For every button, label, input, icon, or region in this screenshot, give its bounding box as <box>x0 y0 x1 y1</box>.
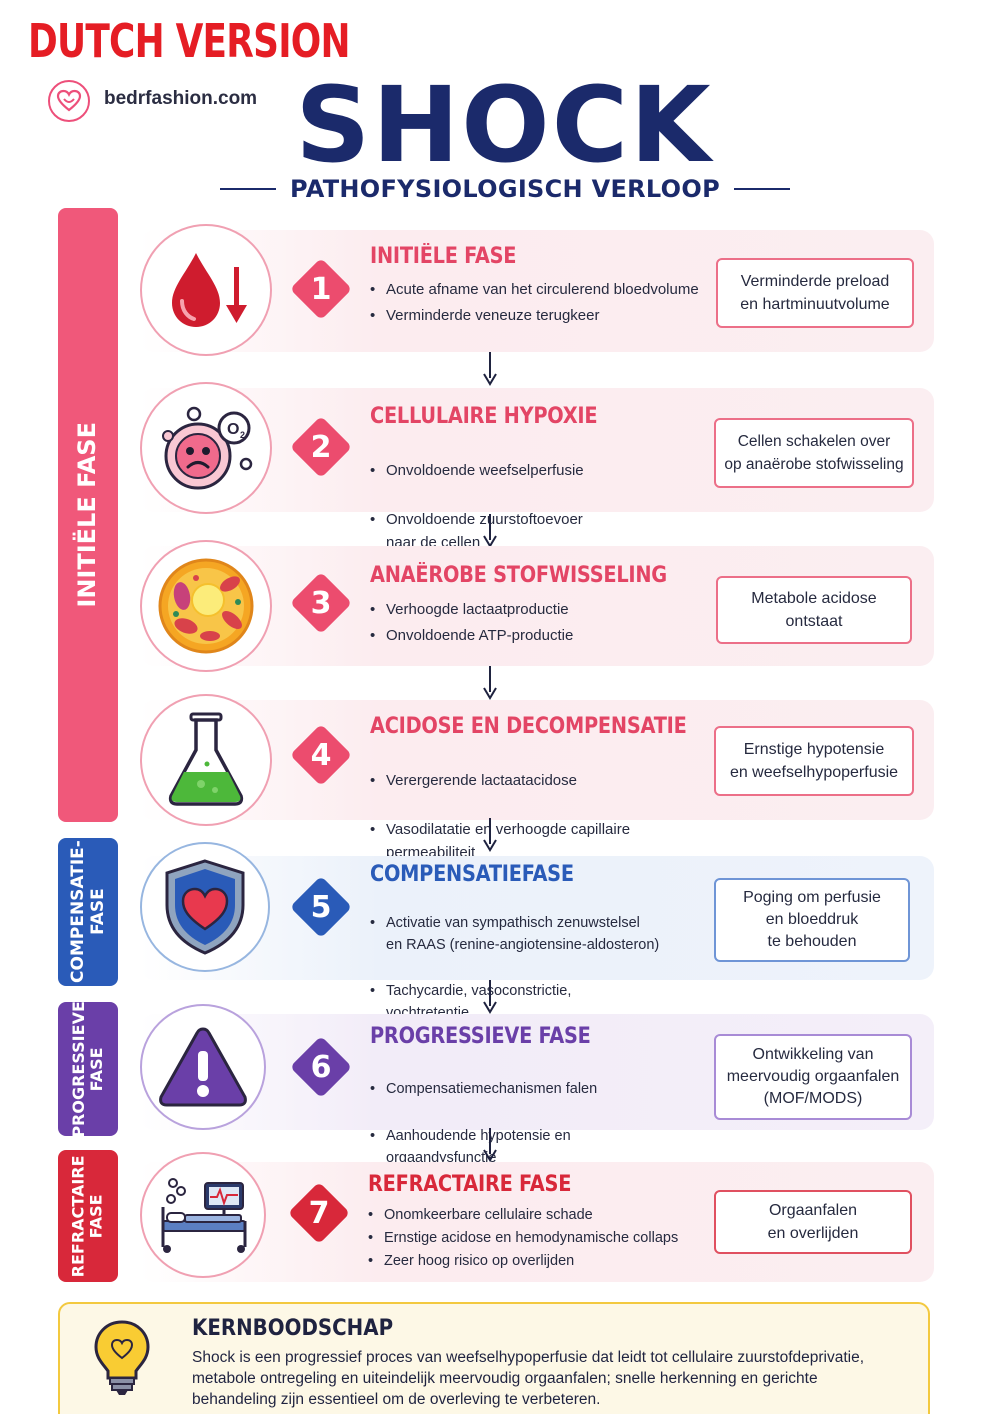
phase-bullets-5: Activatie van sympathisch zenuwstelsel e… <box>370 890 659 1046</box>
flow-arrow-1 <box>483 352 497 386</box>
phase-icon-circle-2: O 2 <box>140 382 272 514</box>
flow-arrow-4 <box>483 818 497 852</box>
key-message-box <box>58 1302 930 1414</box>
blood-drop-down-icon <box>172 253 247 327</box>
phase-number-badge-3: 3 <box>289 571 353 635</box>
phase-bullets-2: Onvoldoende weefselperfusie Onvoldoende … <box>370 436 584 577</box>
phase-result-7: Orgaanfalen en overlijden <box>714 1190 912 1254</box>
svg-text:2: 2 <box>240 430 245 440</box>
phase-number-5: 5 <box>310 889 332 925</box>
phase-icon-circle-1 <box>140 224 272 356</box>
lightbulb-heart-icon <box>92 1318 152 1403</box>
bullet-item: Onvoldoende ATP-productie <box>370 624 573 647</box>
phase-number-badge-4: 4 <box>289 723 353 787</box>
phase-icon-circle-7 <box>140 1152 266 1278</box>
flow-arrow-5 <box>483 980 497 1014</box>
phase-number-4: 4 <box>310 737 332 773</box>
flask-icon <box>168 712 244 806</box>
phase-result-5: Poging om perfusie en bloeddruk te behou… <box>714 878 910 962</box>
phase-bullets-3: Verhoogde lactaatproductie Onvoldoende A… <box>370 598 573 647</box>
phase-icon-circle-3 <box>140 540 272 672</box>
page-title: SHOCK <box>295 64 713 186</box>
subtitle-divider-right <box>733 188 790 190</box>
bullet-item: Compensatiemechanismen falen <box>370 1078 597 1100</box>
bullet-item: Verminderde veneuze terugkeer <box>370 304 699 327</box>
logo-text[interactable]: bedrfashion.com <box>104 88 258 109</box>
page-subtitle: PATHOFYSIOLOGISCH VERLOOP <box>290 175 720 203</box>
warning-triangle-icon <box>159 1027 247 1107</box>
logo-heart-icon <box>48 80 90 122</box>
phase-result-4: Ernstige hypotensie en weefselhypoperfus… <box>714 726 914 796</box>
phase-number-badge-5: 5 <box>289 875 353 939</box>
phase-number-1: 1 <box>310 271 332 307</box>
flow-arrow-3 <box>483 666 497 700</box>
bullet-item: Acute afname van het circulerend bloedvo… <box>370 278 699 301</box>
flow-arrow-6 <box>483 1128 497 1162</box>
phase-title-4: ACIDOSE EN DECOMPENSATIE <box>370 714 687 739</box>
phase-bullets-4: Verergerende lactaatacidose Vasodilatati… <box>370 746 630 887</box>
phase-number-7: 7 <box>308 1195 330 1231</box>
phase-icon-circle-5 <box>140 842 270 972</box>
bullet-item: Vasodilatatie en verhoogde capillaire pe… <box>370 818 630 864</box>
hospital-bed-monitor-icon <box>161 1178 247 1253</box>
side-label-refractory-text: REFRACTAIRE FASE <box>68 1155 107 1277</box>
bullet-item: Onvoldoende weefselperfusie <box>370 459 584 482</box>
flow-arrow-2 <box>483 514 497 548</box>
bullet-item: Onomkeerbare cellulaire schade <box>368 1204 678 1226</box>
shield-heart-icon <box>165 859 245 955</box>
bullet-item: Verergerende lactaatacidose <box>370 769 630 792</box>
phase-icon-circle-6 <box>140 1004 266 1130</box>
phase-title-6: PROGRESSIEVE FASE <box>370 1024 591 1049</box>
sad-cell-oxygen-icon: O 2 <box>162 406 253 490</box>
side-label-refractory: REFRACTAIRE FASE <box>58 1150 118 1282</box>
side-label-progressive-text: PROGRESSIEVE FASE <box>68 1000 106 1138</box>
phase-result-2: Cellen schakelen over op anaërobe stofwi… <box>714 418 914 488</box>
phase-result-1: Verminderde preload en hartminuutvolume <box>716 258 914 328</box>
phase-icon-circle-4 <box>140 694 272 826</box>
phase-title-5: COMPENSATIEFASE <box>370 862 574 887</box>
phase-title-1: INITIËLE FASE <box>370 244 517 269</box>
phase-number-2: 2 <box>310 429 332 465</box>
subtitle-divider-left <box>220 188 277 190</box>
bullet-item: Ernstige acidose en hemodynamische colla… <box>368 1227 678 1249</box>
phase-number-badge-2: 2 <box>289 415 353 479</box>
svg-text:O: O <box>227 421 239 438</box>
side-label-compensation: COMPENSATIE- FASE <box>58 838 118 986</box>
phase-number-badge-1: 1 <box>289 257 353 321</box>
subtitle-row: PATHOFYSIOLOGISCH VERLOOP <box>220 172 790 206</box>
phase-bullets-7: Onomkeerbare cellulaire schade Ernstige … <box>368 1204 678 1272</box>
phase-title-2: CELLULAIRE HYPOXIE <box>370 404 598 429</box>
phase-number-6: 6 <box>310 1049 332 1085</box>
bullet-item: Activatie van sympathisch zenuwstelsel e… <box>370 912 659 956</box>
key-message-text: Shock is een progressief proces van weef… <box>192 1349 865 1408</box>
phase-bullets-1: Acute afname van het circulerend bloedvo… <box>370 278 699 327</box>
phase-title-3: ANAËROBE STOFWISSELING <box>370 563 667 588</box>
phase-number-badge-7: 7 <box>287 1181 351 1245</box>
phase-number-badge-6: 6 <box>289 1035 353 1099</box>
cell-icon <box>158 558 254 654</box>
bullet-item: Verhoogde lactaatproductie <box>370 598 573 621</box>
side-label-progressive: PROGRESSIEVE FASE <box>58 1000 118 1138</box>
bullet-item: Onvoldoende zuurstoftoevoer naar de cell… <box>370 508 584 554</box>
side-label-initial: INITIËLE FASE <box>58 208 118 822</box>
bullet-item: Zeer hoog risico op overlijden <box>368 1250 678 1272</box>
phase-result-3: Metabole acidose ontstaat <box>716 576 912 644</box>
side-label-compensation-text: COMPENSATIE- FASE <box>67 840 108 984</box>
phase-title-7: REFRACTAIRE FASE <box>368 1172 572 1197</box>
side-label-initial-text: INITIËLE FASE <box>73 422 102 608</box>
key-message-title: KERNBOODSCHAP <box>192 1316 394 1341</box>
phase-number-3: 3 <box>310 585 332 621</box>
language-banner: DUTCH VERSION <box>28 14 351 68</box>
phase-result-6: Ontwikkeling van meervoudig orgaanfalen … <box>714 1034 912 1120</box>
